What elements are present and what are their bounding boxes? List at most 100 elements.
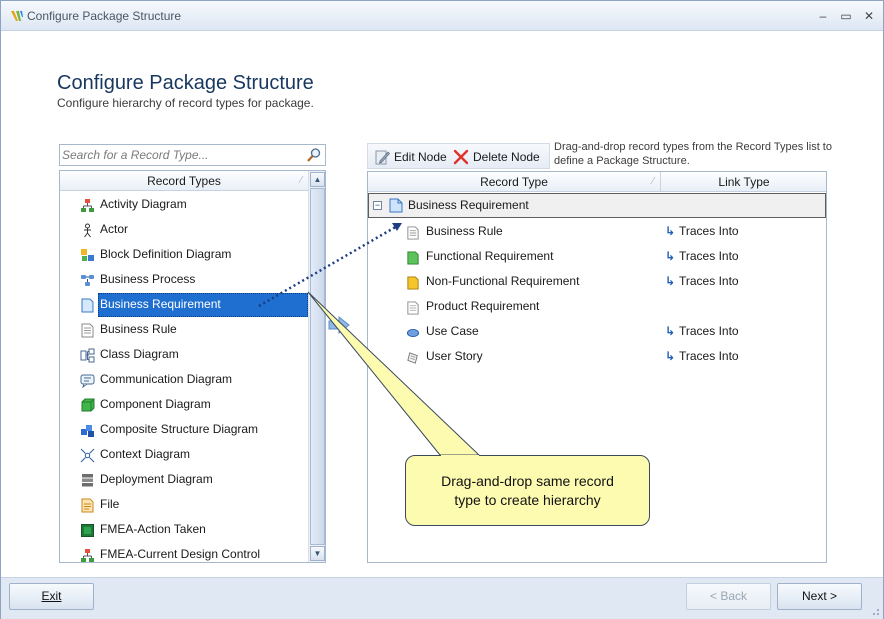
sort-indicator-icon: ⁄ [300, 175, 302, 186]
title-bar[interactable]: Configure Package Structure – ▭ ✕ [1, 1, 883, 31]
tree-node-use-case[interactable]: Use Case↳Traces Into [368, 319, 826, 344]
maximize-button[interactable]: ▭ [840, 9, 852, 23]
content-area: Configure Package Structure Configure hi… [1, 32, 883, 577]
record-type-item-component-diagram[interactable]: Component Diagram [60, 392, 308, 417]
search-icon[interactable] [306, 147, 322, 163]
record-type-search[interactable] [59, 144, 326, 166]
record-type-label: Business Requirement [100, 297, 221, 311]
context-diagram-icon [80, 447, 95, 463]
record-type-item-fmea-action-taken[interactable]: FMEA-Action Taken [60, 517, 308, 542]
record-type-label: Business Process [100, 272, 196, 286]
record-type-item-file[interactable]: File [60, 492, 308, 517]
tree-node-label: Non-Functional Requirement [426, 274, 580, 288]
edit-icon [375, 150, 390, 165]
record-type-item-fmea-current-design-control[interactable]: FMEA-Current Design Control [60, 542, 308, 562]
link-type-cell[interactable]: ↳Traces Into [665, 344, 739, 369]
link-arrow-icon: ↳ [665, 349, 676, 363]
edit-node-button[interactable]: Edit Node [374, 148, 447, 166]
add-to-structure-arrow-icon[interactable] [328, 316, 350, 334]
tree-node-business-rule[interactable]: Business Rule ↳Traces Into [368, 219, 826, 244]
record-type-label: Context Diagram [100, 447, 191, 461]
callout-line-2: type to create hierarchy [454, 492, 601, 508]
record-type-item-block-definition-diagram[interactable]: Block Definition Diagram [60, 242, 308, 267]
record-type-label: Class Diagram [100, 347, 179, 361]
tree-node-non-functional-requirement[interactable]: Non-Functional Requirement ↳Traces Into [368, 269, 826, 294]
hint-callout: Drag-and-drop same record type to create… [405, 455, 650, 526]
structure-header: Record Type ⁄ Link Type [368, 172, 826, 192]
tree-node-user-story[interactable]: User Story ↳Traces Into [368, 344, 826, 369]
search-input[interactable] [62, 147, 302, 163]
activity-diagram-icon [80, 197, 95, 212]
functional-requirement-icon [406, 249, 420, 265]
deployment-diagram-icon [80, 472, 95, 487]
page-subtitle: Configure hierarchy of record types for … [57, 96, 314, 110]
link-type-label: Traces Into [679, 249, 739, 263]
record-type-item-communication-diagram[interactable]: Communication Diagram [60, 367, 308, 392]
exit-button[interactable]: Exit [9, 583, 94, 610]
record-type-label: Communication Diagram [100, 372, 233, 386]
record-type-item-business-rule[interactable]: Business Rule [60, 317, 308, 342]
record-type-label: Component Diagram [100, 397, 211, 411]
link-type-label: Traces Into [679, 324, 739, 338]
component-diagram-icon [80, 397, 95, 412]
record-type-column-header[interactable]: Record Type ⁄ [368, 172, 661, 192]
link-type-column-header[interactable]: Link Type [718, 175, 770, 189]
tree-root-node[interactable]: − Business Requirement [368, 193, 826, 218]
link-type-cell[interactable]: ↳Traces Into [665, 244, 739, 269]
close-button[interactable]: ✕ [863, 9, 875, 23]
tree-node-label: User Story [426, 349, 483, 363]
record-type-item-class-diagram[interactable]: Class Diagram [60, 342, 308, 367]
non-functional-requirement-icon [406, 274, 420, 290]
sort-indicator-icon: ⁄ [652, 176, 654, 187]
use-case-icon [406, 324, 420, 339]
back-button[interactable]: < Back [686, 583, 771, 610]
delete-icon [453, 149, 469, 165]
class-diagram-icon [80, 347, 95, 363]
business-requirement-icon [80, 297, 95, 313]
link-type-label: Traces Into [679, 349, 739, 363]
record-type-item-deployment-diagram[interactable]: Deployment Diagram [60, 467, 308, 492]
minimize-button[interactable]: – [819, 9, 827, 23]
page-title: Configure Package Structure [57, 72, 314, 94]
scroll-thumb[interactable] [310, 188, 325, 545]
communication-diagram-icon [80, 372, 95, 389]
structure-toolbar: Edit Node Delete Node [367, 143, 550, 169]
link-type-cell[interactable]: ↳Traces Into [665, 269, 739, 294]
record-type-label: Activity Diagram [100, 197, 187, 211]
record-type-item-business-process[interactable]: Business Process [60, 267, 308, 292]
resize-grip-icon[interactable] [870, 606, 880, 616]
fmea-current-design-control-icon [80, 547, 95, 562]
fmea-action-taken-icon [80, 522, 95, 537]
link-arrow-icon: ↳ [665, 249, 676, 263]
tree-node-label: Business Rule [426, 224, 503, 238]
record-type-item-context-diagram[interactable]: Context Diagram [60, 442, 308, 467]
link-arrow-icon: ↳ [665, 224, 676, 238]
delete-node-button[interactable]: Delete Node [453, 148, 540, 166]
next-button[interactable]: Next > [777, 583, 862, 610]
scroll-down-button[interactable]: ▼ [310, 546, 325, 561]
link-type-cell[interactable]: ↳Traces Into [665, 319, 739, 344]
link-arrow-icon: ↳ [665, 324, 676, 338]
composite-structure-diagram-icon [80, 422, 95, 437]
link-type-cell[interactable]: ↳Traces Into [665, 219, 739, 244]
record-types-scrollbar[interactable]: ▲ ▼ [308, 171, 325, 562]
collapse-toggle[interactable]: − [373, 200, 382, 210]
scroll-up-button[interactable]: ▲ [310, 172, 325, 187]
app-logo-icon [11, 11, 23, 21]
record-type-label: Block Definition Diagram [100, 247, 232, 261]
tree-node-functional-requirement[interactable]: Functional Requirement↳Traces Into [368, 244, 826, 269]
record-type-item-composite-structure-diagram[interactable]: Composite Structure Diagram [60, 417, 308, 442]
record-type-item-actor[interactable]: Actor [60, 217, 308, 242]
record-types-header[interactable]: Record Types ⁄ [60, 171, 308, 191]
actor-icon [80, 222, 95, 238]
link-arrow-icon: ↳ [665, 274, 676, 288]
record-type-item-business-requirement[interactable]: Business Requirement [60, 292, 308, 317]
instruction-hint: Drag-and-drop record types from the Reco… [554, 141, 832, 167]
record-type-item-activity-diagram[interactable]: Activity Diagram [60, 192, 308, 217]
business-rule-icon [406, 224, 420, 240]
tree-node-product-requirement[interactable]: Product Requirement [368, 294, 826, 319]
